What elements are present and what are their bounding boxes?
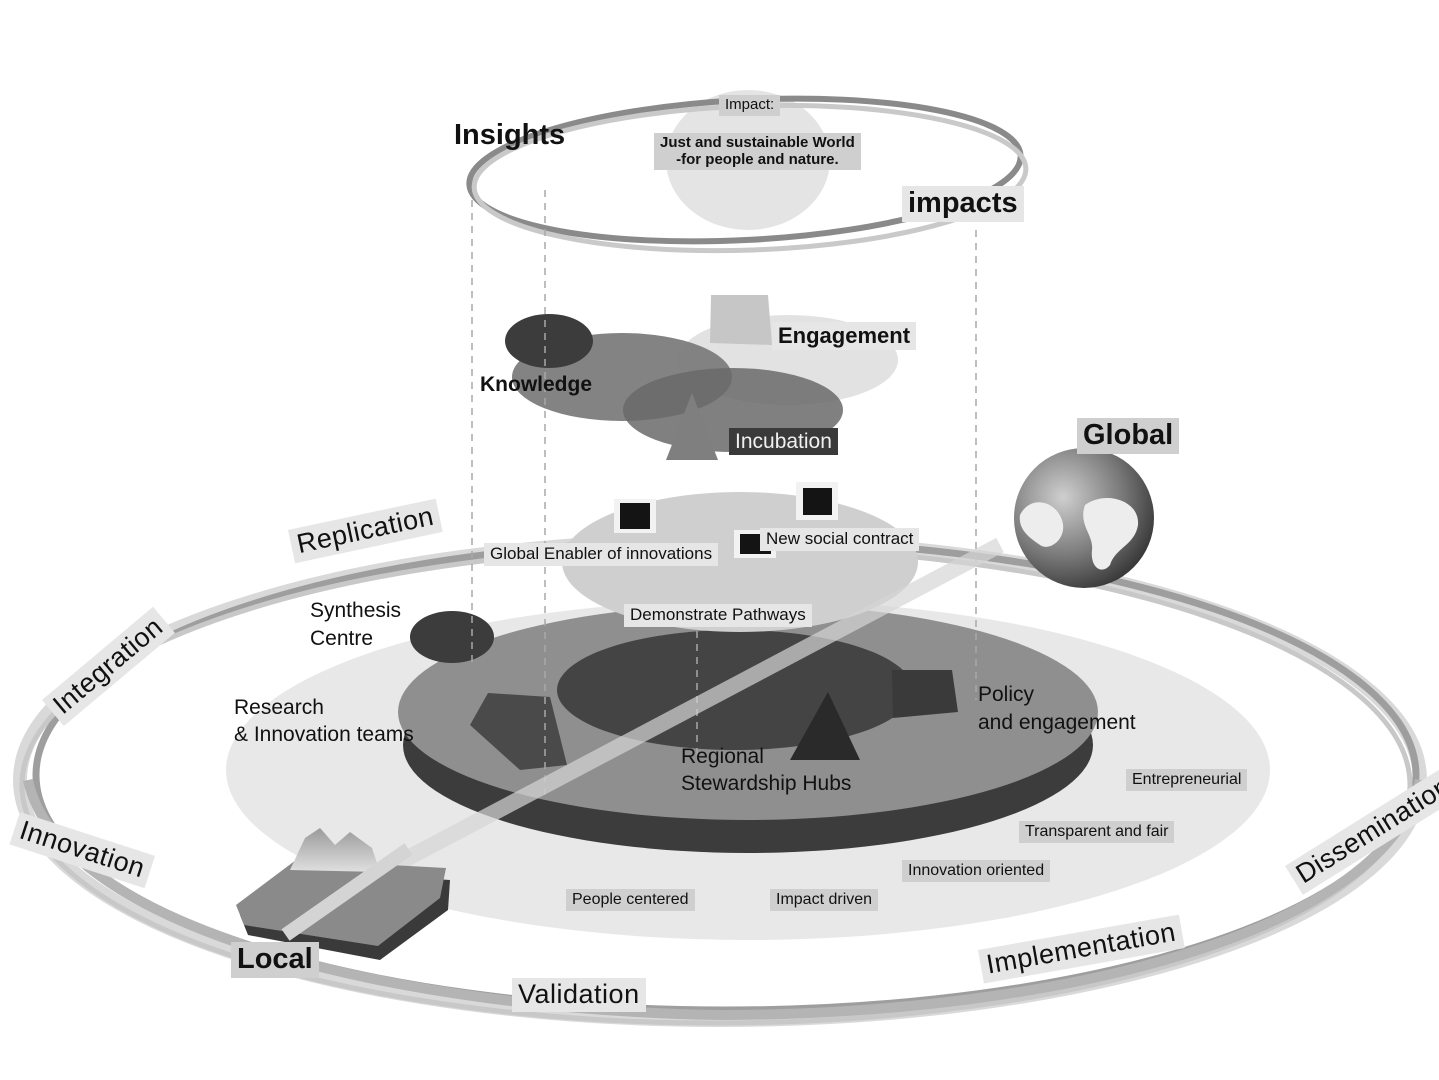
global-local-beam [296,537,1004,923]
research-teams-label: Research & Innovation teams [234,696,414,747]
principle-impact-driven: Impact driven [770,889,879,911]
synthesis-centre-label: Synthesis Centre [310,599,402,651]
regional-hubs-label: Regional Stewardship Hubs [681,745,852,796]
principle-innovation-oriented: Innovation oriented [902,860,1051,882]
outer-ring-front [23,778,1425,1021]
projection-lines [471,190,977,800]
triangle-shape [790,692,860,760]
local-label: Local [231,942,319,978]
block-shape [892,670,958,718]
social-contract-label: New social contract [760,528,920,551]
enabler-disc [562,482,918,632]
impact-heading: Impact: [719,95,781,116]
policy-engagement-label: Policy and engagement [978,683,1136,735]
impacts-label: impacts [902,186,1024,222]
principle-transparent: Transparent and fair [1019,821,1175,843]
impact-statement: Just and sustainable World -for people a… [654,133,861,170]
incubation-label: Incubation [729,428,838,456]
ring-validation: Validation [512,978,646,1012]
impact-line-2: -for people and nature. [676,150,839,168]
global-label: Global [1077,418,1180,454]
principle-entrepreneurial: Entrepreneurial [1126,769,1248,791]
synthesis-node [410,611,494,663]
pentagon-shape [470,693,567,770]
insights-label: Insights [454,119,566,151]
impact-line-1: Just and sustainable World [660,134,855,151]
globe-icon [1014,448,1154,588]
engagement-label: Engagement [772,322,917,351]
principle-people-centered: People centered [566,889,695,911]
global-enabler-label: Global Enabler of innovations [484,543,719,566]
landscape-icon [236,828,450,960]
demonstrate-pathways-label: Demonstrate Pathways [624,604,812,627]
knowledge-label: Knowledge [480,373,593,396]
